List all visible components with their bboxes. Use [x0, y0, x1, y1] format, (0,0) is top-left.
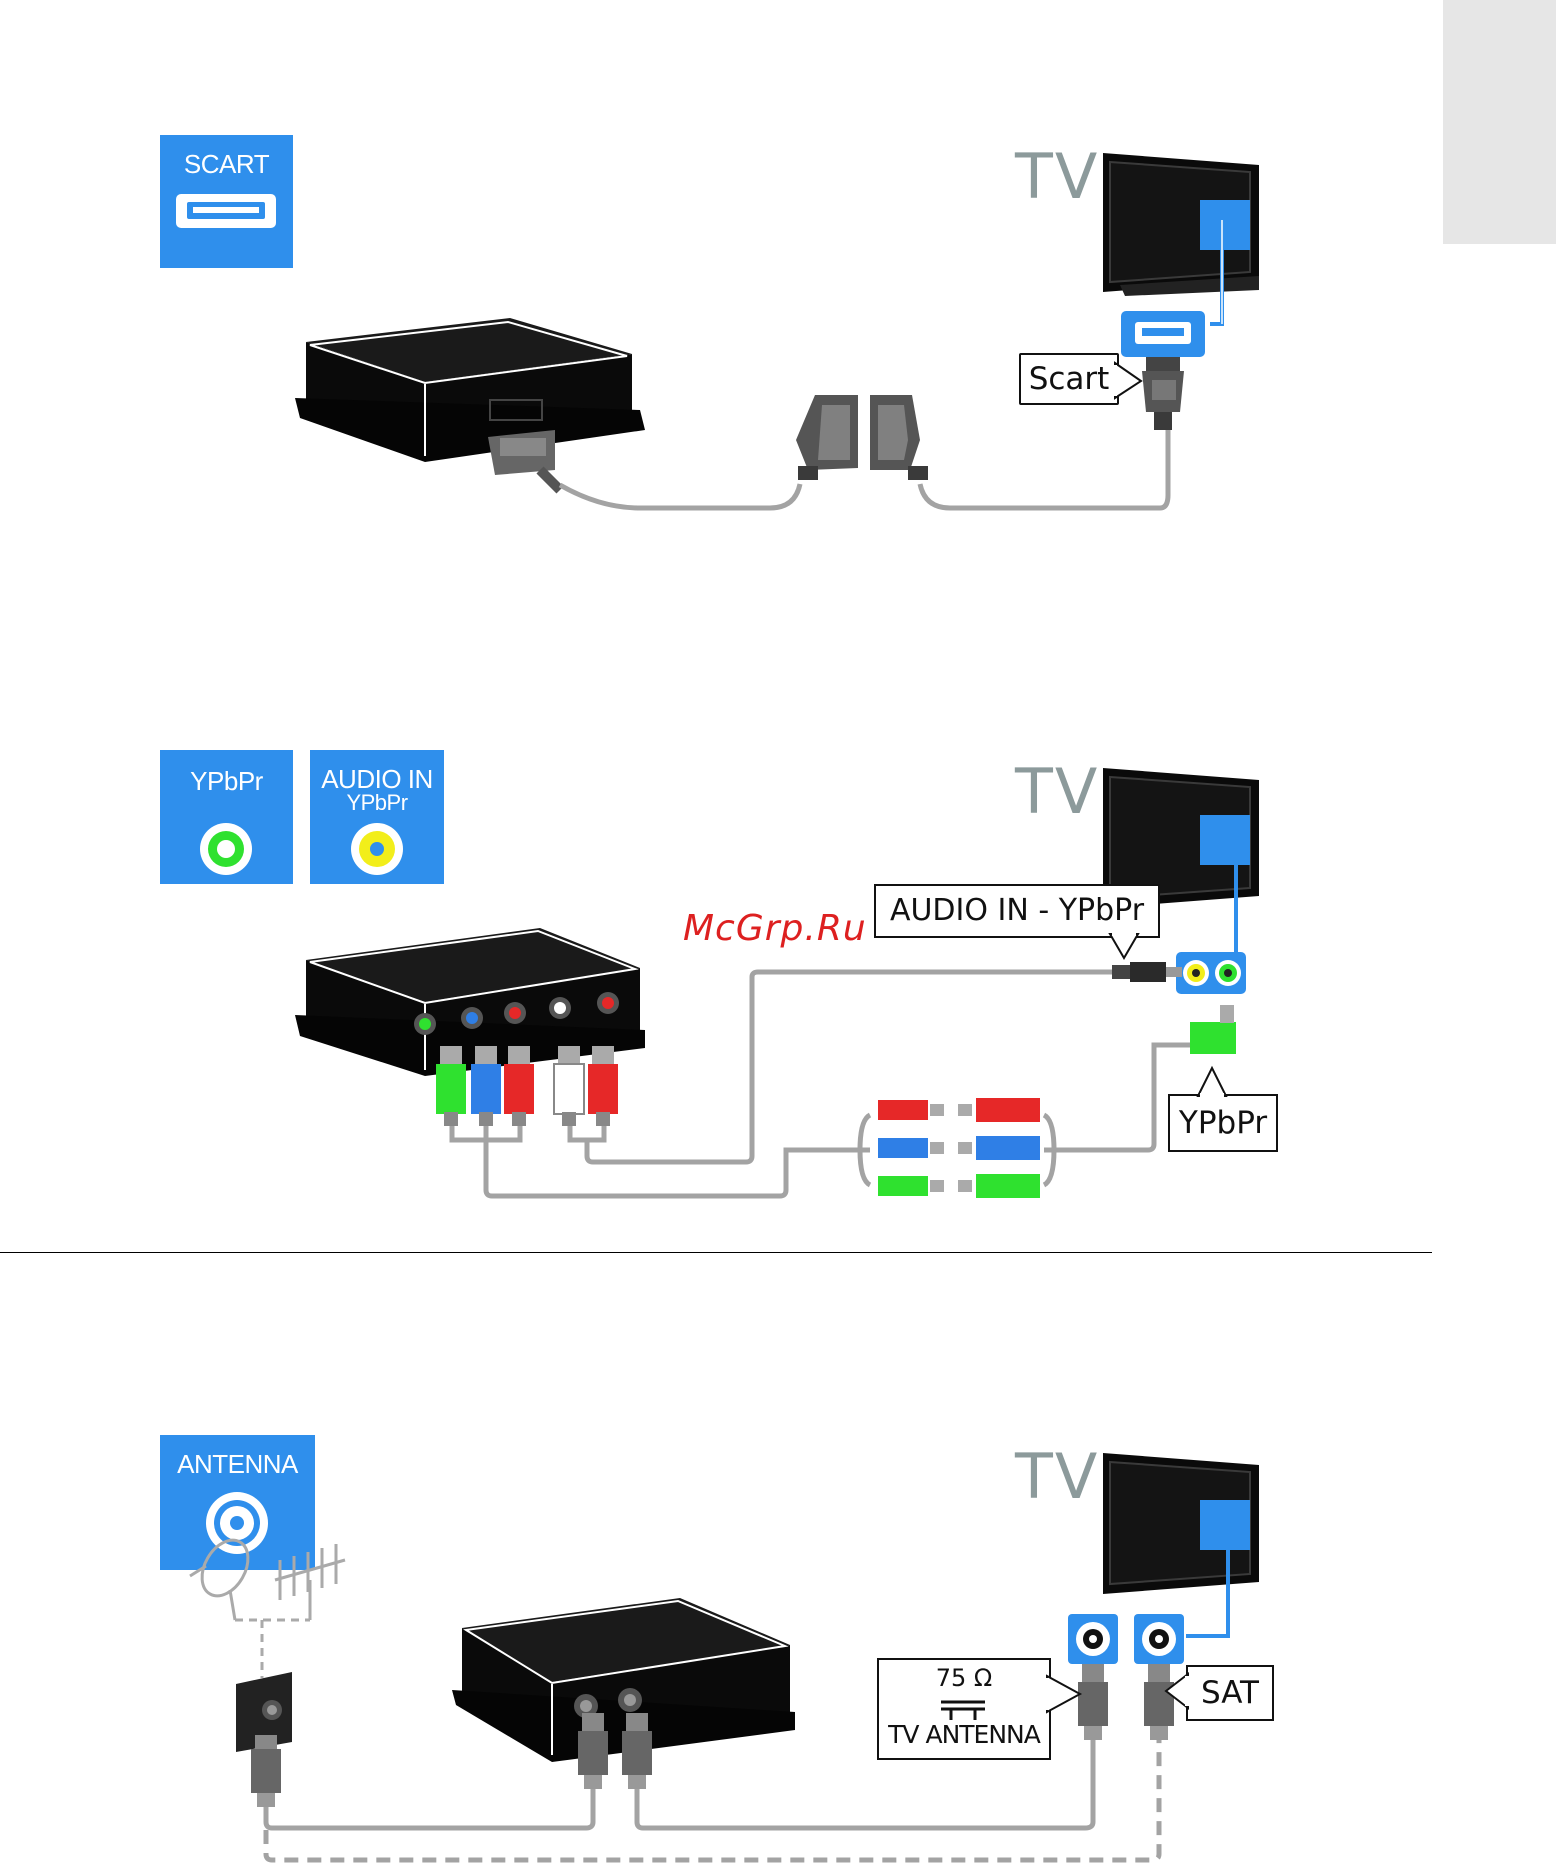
callout-sat-pointer — [0, 0, 1556, 1868]
